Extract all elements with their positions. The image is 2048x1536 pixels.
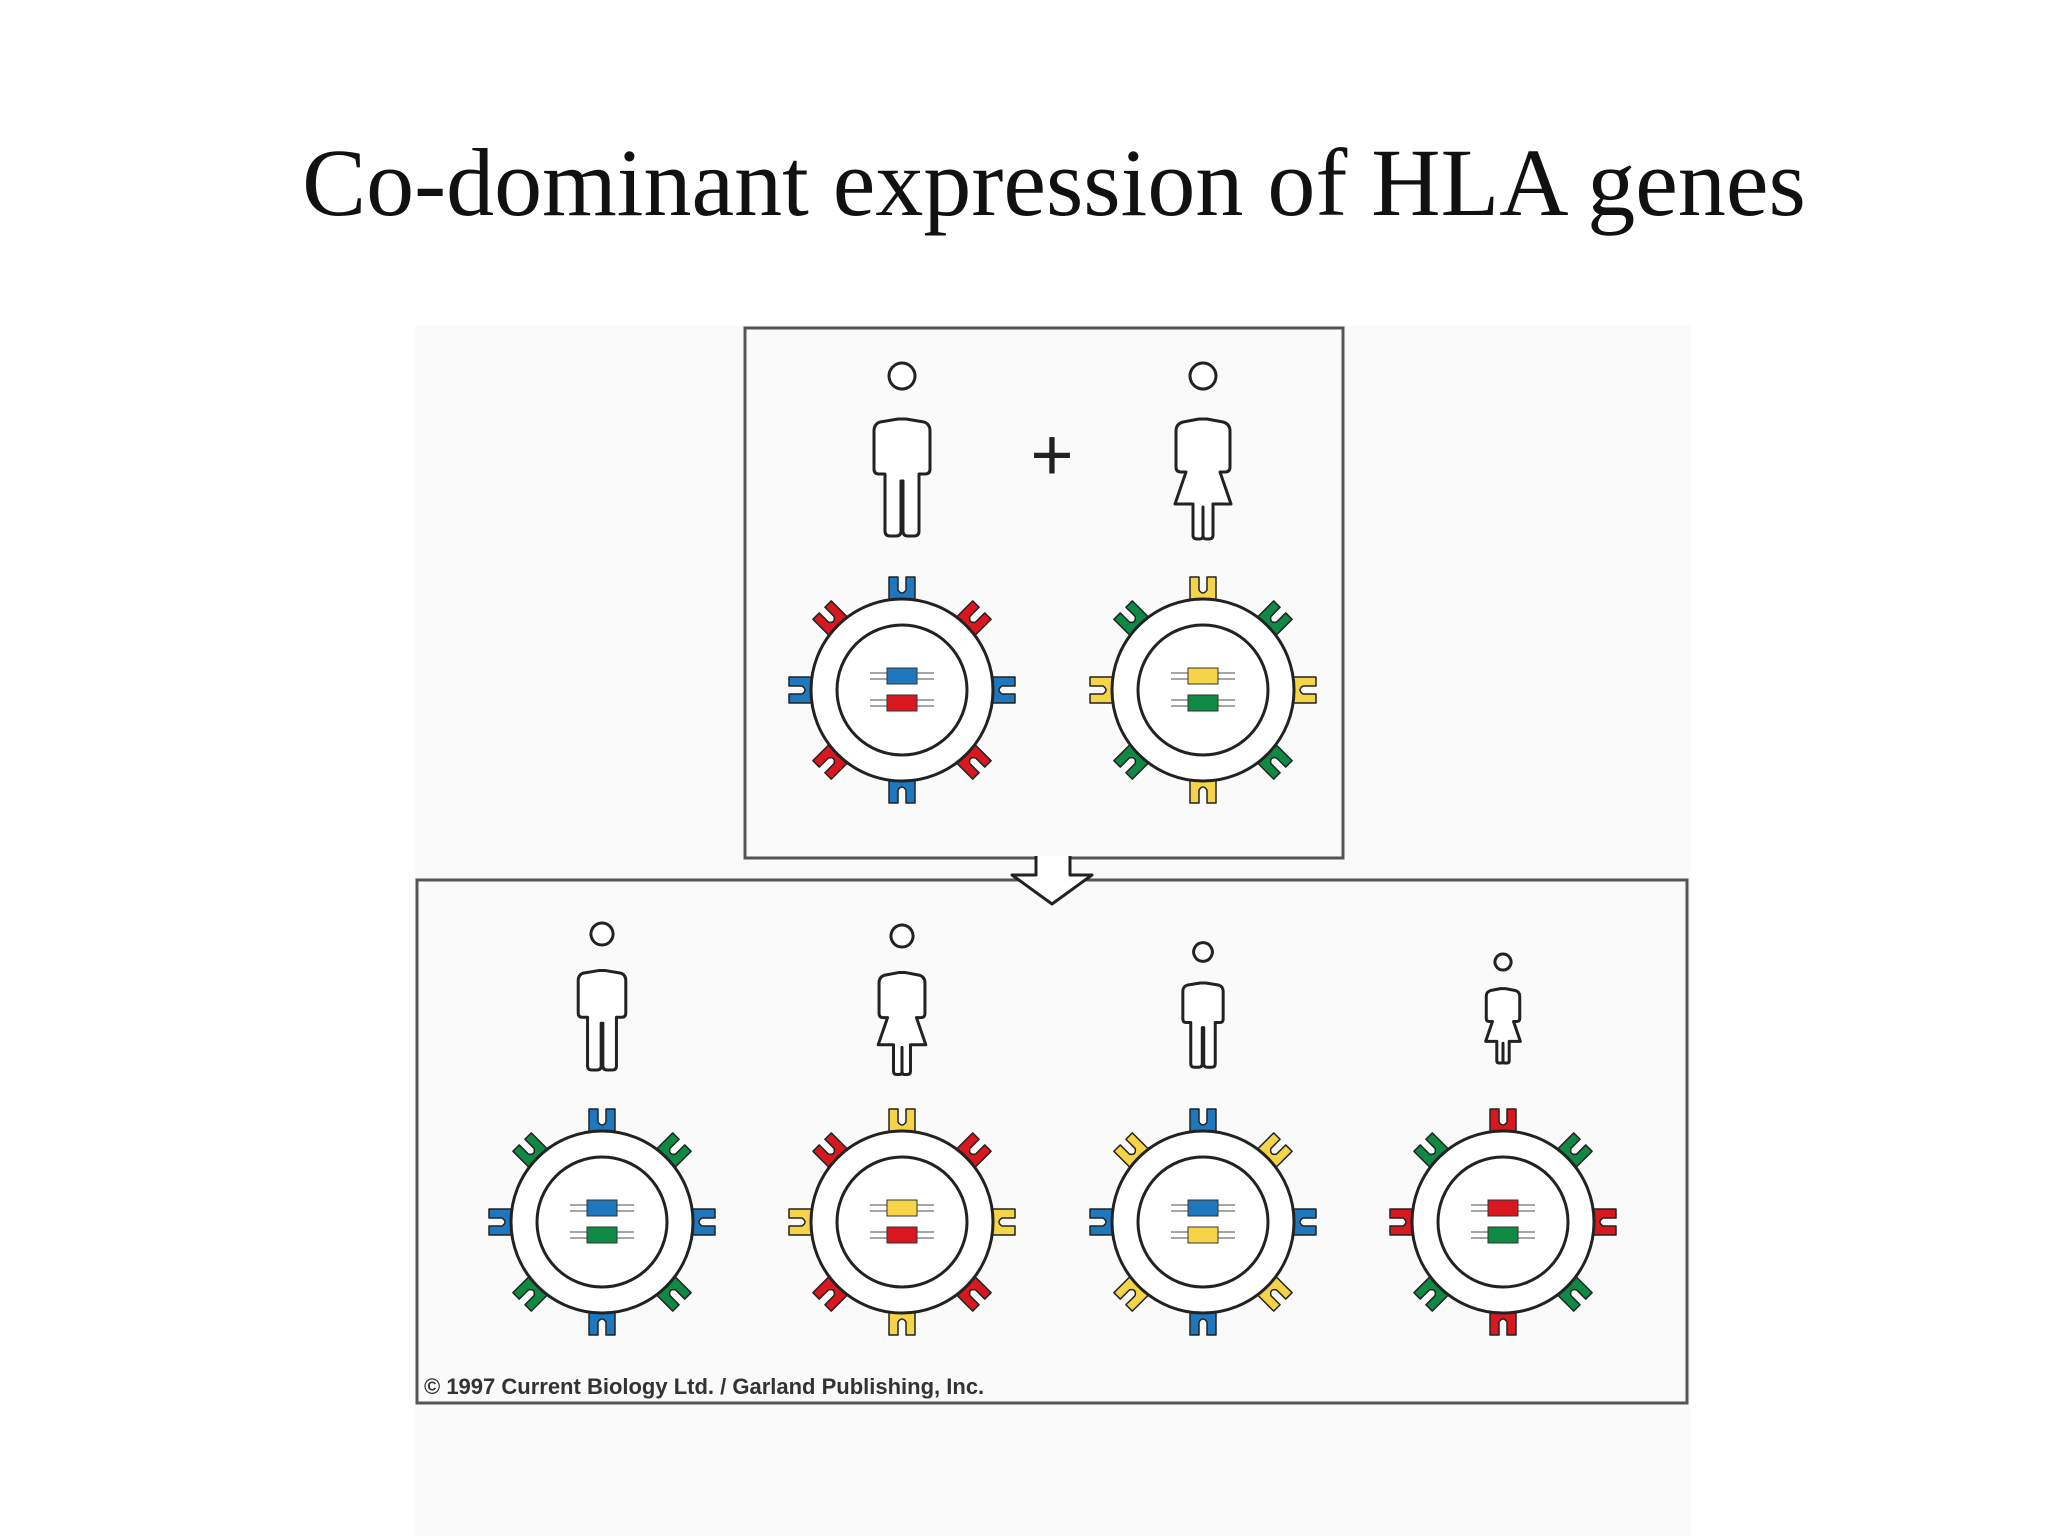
- cell-nucleus: [835, 623, 969, 757]
- figure-background: [415, 325, 1690, 1536]
- hla-receptor-green: [654, 1274, 692, 1312]
- hla-allele-green: [1171, 694, 1235, 712]
- hla-receptor-yellow: [1255, 1274, 1293, 1312]
- hla-receptor-blue: [888, 576, 916, 602]
- copyright-notice: © 1997 Current Biology Ltd. / Garland Pu…: [424, 1374, 984, 1399]
- child-2-figure: [876, 923, 928, 1077]
- hla-receptor-yellow: [1291, 676, 1317, 704]
- hla-receptor-red: [812, 1132, 850, 1170]
- hla-receptor-green: [1255, 742, 1293, 780]
- hla-receptor-blue: [690, 1208, 716, 1236]
- child-4-figure: [1484, 952, 1522, 1065]
- hla-allele-green: [570, 1226, 634, 1244]
- hla-allele-blue: [570, 1199, 634, 1217]
- hla-receptor-green: [1413, 1274, 1451, 1312]
- hla-receptor-blue: [1189, 1310, 1217, 1336]
- hla-receptor-green: [512, 1274, 550, 1312]
- hla-allele-blue: [1171, 1199, 1235, 1217]
- child-4-cell: [1389, 1108, 1617, 1336]
- hla-receptor-green: [512, 1132, 550, 1170]
- plus-symbol: +: [1030, 413, 1073, 496]
- hla-receptor-green: [1413, 1132, 1451, 1170]
- parents-box: [743, 326, 1345, 860]
- mother-figure: [1173, 361, 1233, 541]
- hla-receptor-green: [1555, 1132, 1593, 1170]
- hla-receptor-yellow: [788, 1208, 814, 1236]
- hla-receptor-green: [1255, 600, 1293, 638]
- cell-nucleus: [1436, 1155, 1570, 1289]
- hla-receptor-red: [954, 600, 992, 638]
- child-1-cell: [488, 1108, 716, 1336]
- hla-allele-yellow: [870, 1199, 934, 1217]
- hla-receptor-blue: [990, 676, 1016, 704]
- hla-receptor-red: [954, 1132, 992, 1170]
- hla-receptor-blue: [1089, 1208, 1115, 1236]
- hla-receptor-red: [812, 1274, 850, 1312]
- cell-nucleus: [535, 1155, 669, 1289]
- child-3-figure: [1181, 941, 1225, 1069]
- hla-receptor-green: [1113, 600, 1151, 638]
- hla-receptor-red: [1389, 1208, 1415, 1236]
- child-2-cell: [788, 1108, 1016, 1336]
- hla-receptor-blue: [588, 1108, 616, 1134]
- hla-receptor-red: [954, 742, 992, 780]
- hla-receptor-yellow: [1189, 778, 1217, 804]
- hla-receptor-red: [812, 742, 850, 780]
- hla-receptor-red: [954, 1274, 992, 1312]
- hla-allele-red: [870, 694, 934, 712]
- hla-receptor-blue: [888, 778, 916, 804]
- hla-receptor-green: [1113, 742, 1151, 780]
- hla-allele-blue: [870, 667, 934, 685]
- hla-receptor-yellow: [1089, 676, 1115, 704]
- hla-receptor-blue: [1189, 1108, 1217, 1134]
- hla-receptor-yellow: [1113, 1132, 1151, 1170]
- hla-receptor-blue: [1291, 1208, 1317, 1236]
- hla-allele-green: [1471, 1226, 1535, 1244]
- hla-receptor-green: [654, 1132, 692, 1170]
- hla-receptor-red: [1591, 1208, 1617, 1236]
- hla-receptor-yellow: [990, 1208, 1016, 1236]
- father-cell: [788, 576, 1016, 804]
- hla-allele-red: [870, 1226, 934, 1244]
- hla-receptor-yellow: [1255, 1132, 1293, 1170]
- hla-receptor-green: [1555, 1274, 1593, 1312]
- child-3-cell: [1089, 1108, 1317, 1336]
- mother-cell: [1089, 576, 1317, 804]
- hla-receptor-red: [812, 600, 850, 638]
- cell-nucleus: [1136, 1155, 1270, 1289]
- hla-receptor-blue: [488, 1208, 514, 1236]
- hla-receptor-yellow: [888, 1310, 916, 1336]
- father-figure: [872, 361, 932, 538]
- hla-allele-yellow: [1171, 1226, 1235, 1244]
- hla-allele-red: [1471, 1199, 1535, 1217]
- hla-receptor-blue: [588, 1310, 616, 1336]
- hla-receptor-yellow: [1189, 576, 1217, 602]
- hla-receptor-red: [1489, 1310, 1517, 1336]
- hla-receptor-yellow: [888, 1108, 916, 1134]
- slide-title: Co-dominant expression of HLA genes: [302, 129, 1806, 236]
- hla-receptor-red: [1489, 1108, 1517, 1134]
- hla-receptor-blue: [788, 676, 814, 704]
- child-1-figure: [576, 921, 628, 1072]
- hla-allele-yellow: [1171, 667, 1235, 685]
- cell-nucleus: [835, 1155, 969, 1289]
- inheritance-arrow: [1010, 856, 1094, 906]
- cell-nucleus: [1136, 623, 1270, 757]
- hla-receptor-yellow: [1113, 1274, 1151, 1312]
